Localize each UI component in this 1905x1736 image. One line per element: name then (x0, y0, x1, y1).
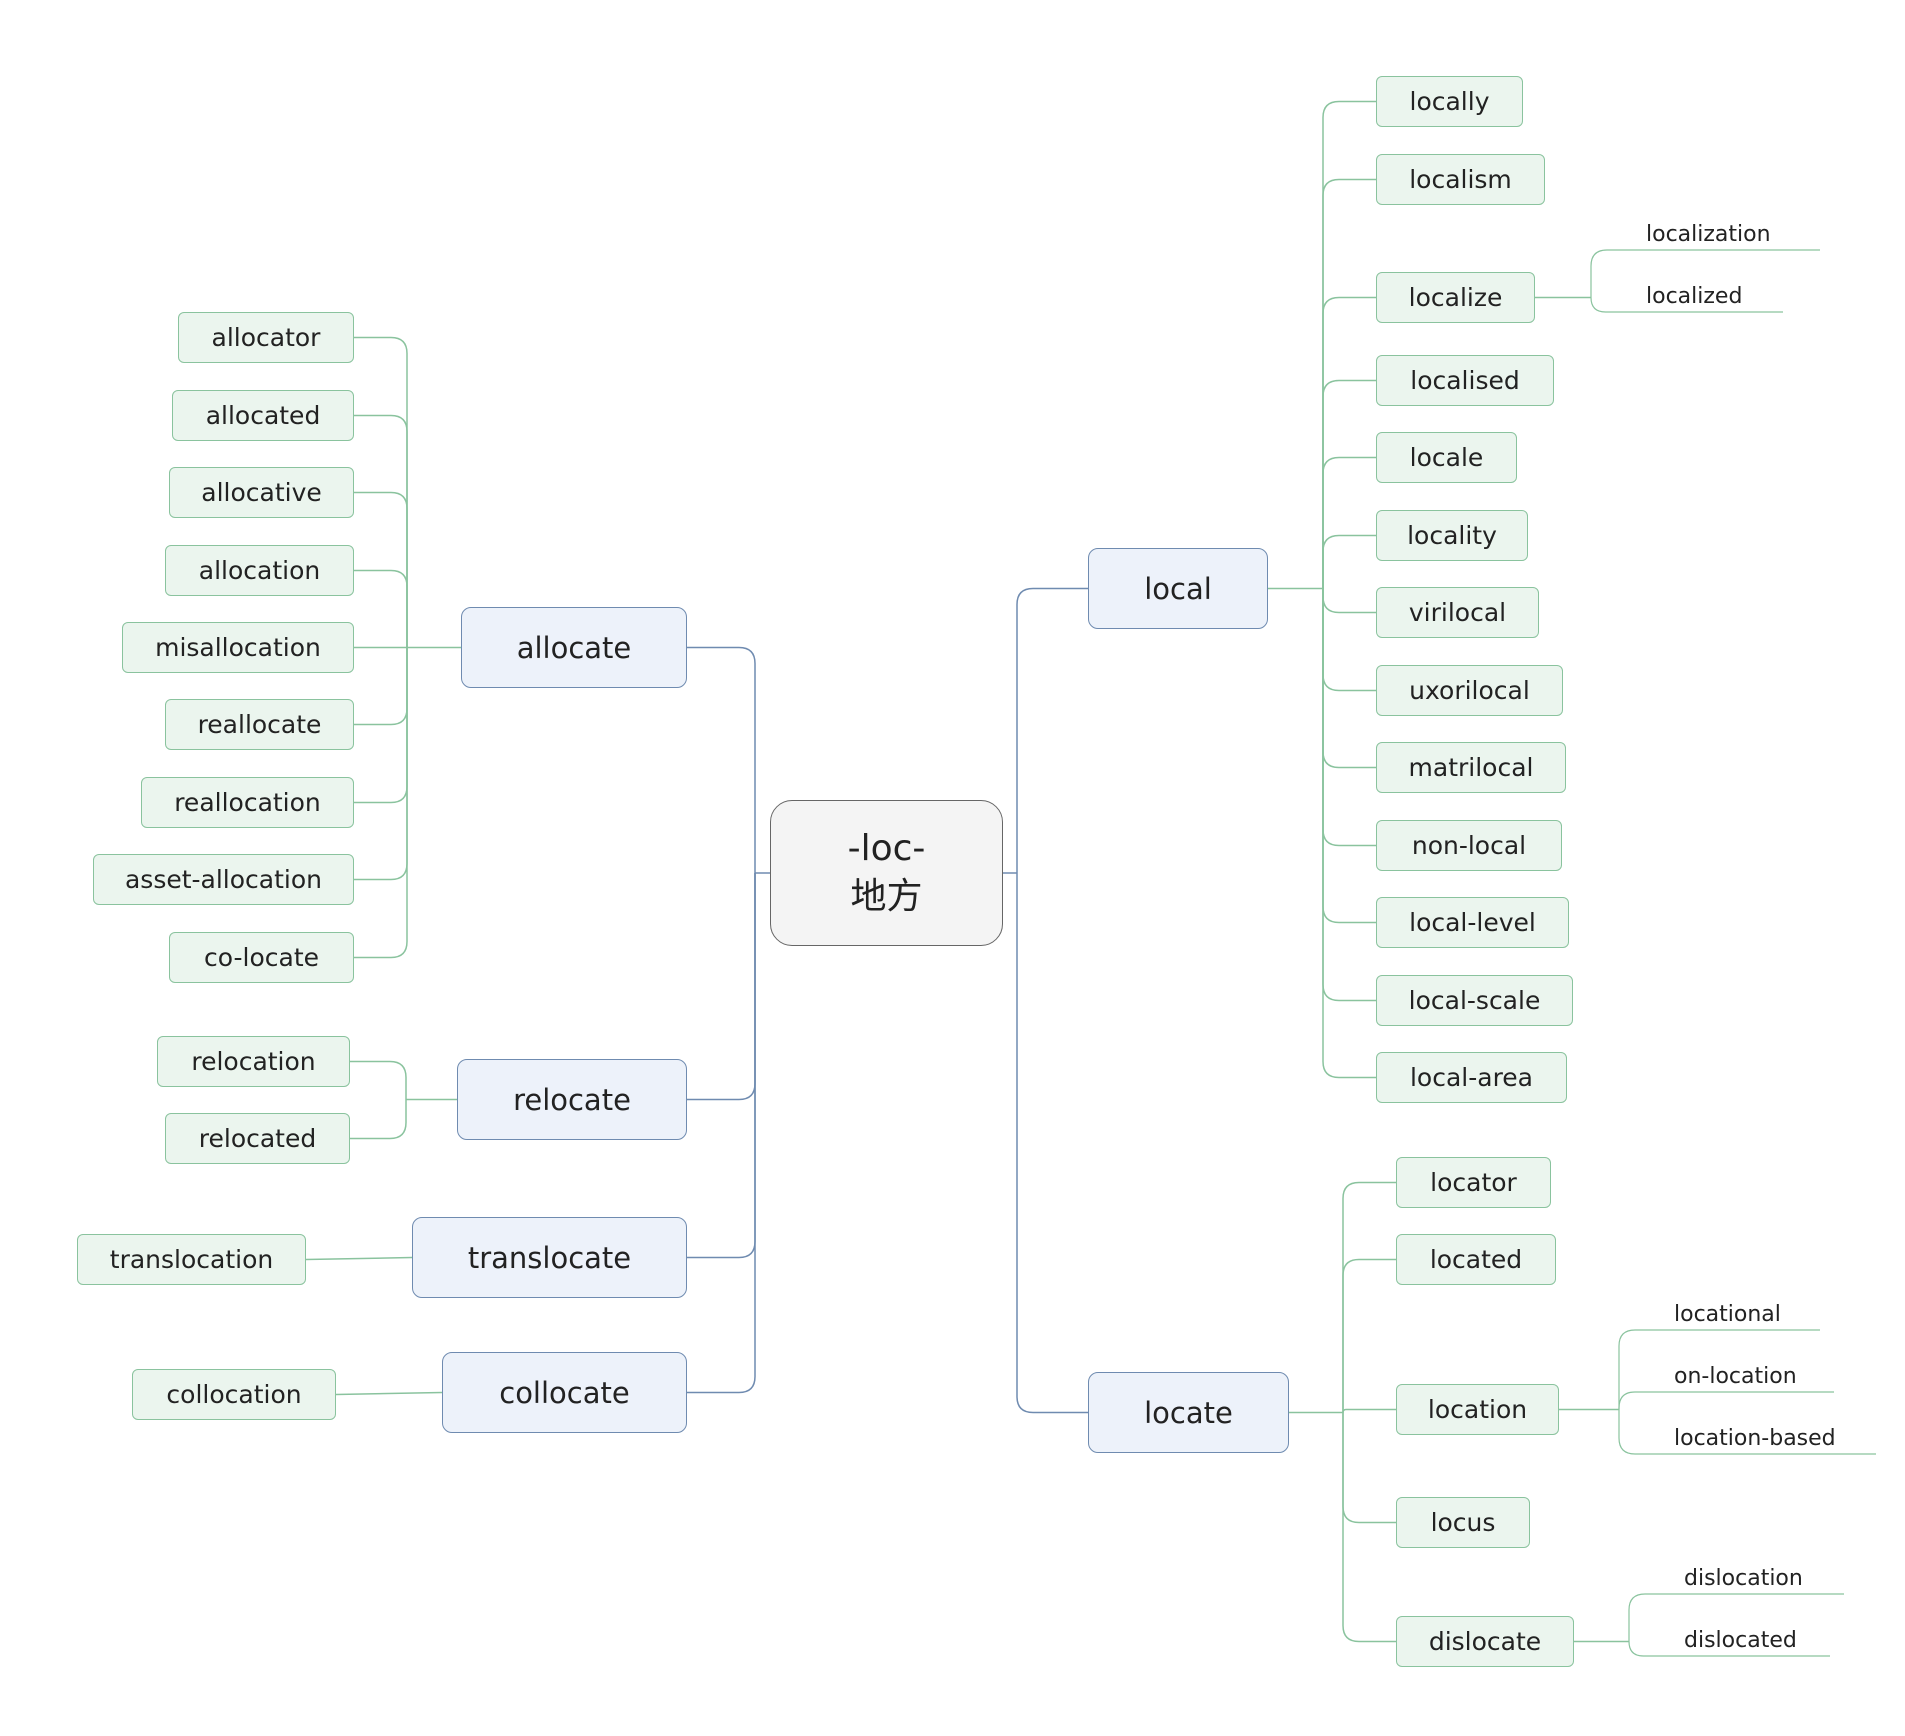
connector-local-area (1322, 588, 1376, 1079)
connector-locally (1322, 100, 1376, 589)
subleaf-location-based[interactable]: location-based (1674, 1425, 1836, 1451)
leaf-local-level[interactable]: local-level (1376, 897, 1569, 948)
connector-allocate (687, 646, 756, 873)
leaf-localize[interactable]: localize (1376, 272, 1535, 323)
connector-matrilocal (1322, 588, 1376, 769)
connector-uxorilocal (1322, 588, 1376, 692)
subleaf-localization[interactable]: localization (1646, 221, 1771, 247)
leaf-allocative[interactable]: allocative (169, 467, 354, 518)
branch-collocate[interactable]: collocate (442, 1352, 687, 1433)
leaf-translocation[interactable]: translocation (77, 1234, 306, 1285)
connector-relocate (687, 873, 756, 1101)
leaf-locally[interactable]: locally (1376, 76, 1523, 127)
leaf-asset-allocation[interactable]: asset-allocation (93, 854, 354, 905)
leaf-localised[interactable]: localised (1376, 355, 1554, 406)
connector-translocate (687, 873, 756, 1259)
leaf-locator[interactable]: locator (1396, 1157, 1551, 1208)
branch-relocate[interactable]: relocate (457, 1059, 687, 1140)
connector-relocation (350, 1060, 407, 1100)
leaf-collocation[interactable]: collocation (132, 1369, 336, 1420)
leaf-misallocation[interactable]: misallocation (122, 622, 354, 673)
subleaf-dislocation[interactable]: dislocation (1684, 1565, 1803, 1591)
connector-locale (1322, 456, 1376, 589)
leaf-co-locate[interactable]: co-locate (169, 932, 354, 983)
root-node[interactable]: -loc- 地方 (770, 800, 1003, 946)
leaf-locality[interactable]: locality (1376, 510, 1528, 561)
connector-local (1016, 587, 1088, 873)
leaf-allocated[interactable]: allocated (172, 390, 354, 441)
subleaf-localized[interactable]: localized (1646, 283, 1743, 309)
connector-local-level (1322, 588, 1376, 924)
leaf-non-local[interactable]: non-local (1376, 820, 1562, 871)
leaf-relocation[interactable]: relocation (157, 1036, 350, 1087)
connector-dislocate (1342, 1412, 1396, 1643)
connector-localize (1322, 296, 1376, 589)
connector-localised (1322, 379, 1376, 589)
leaf-uxorilocal[interactable]: uxorilocal (1376, 665, 1563, 716)
connector-locational (1618, 1329, 1820, 1410)
leaf-relocated[interactable]: relocated (165, 1113, 350, 1164)
connector-location (1342, 1408, 1396, 1413)
leaf-local-area[interactable]: local-area (1376, 1052, 1567, 1103)
leaf-locale[interactable]: locale (1376, 432, 1517, 483)
leaf-allocator[interactable]: allocator (178, 312, 354, 363)
leaf-reallocate[interactable]: reallocate (165, 699, 354, 750)
connector-local-scale (1322, 588, 1376, 1002)
connector-collocation (335, 1391, 443, 1396)
connector-localism (1322, 178, 1376, 589)
connector-located (1342, 1258, 1396, 1413)
connector-dislocation (1628, 1593, 1844, 1642)
connector-virilocal (1322, 588, 1376, 614)
connector-locus (1342, 1412, 1396, 1524)
connector-translocation (305, 1256, 413, 1261)
leaf-matrilocal[interactable]: matrilocal (1376, 742, 1566, 793)
leaf-location[interactable]: location (1396, 1384, 1559, 1435)
branch-translocate[interactable]: translocate (412, 1217, 687, 1298)
connector-locality (1322, 534, 1376, 589)
leaf-located[interactable]: located (1396, 1234, 1556, 1285)
connector-co-locate (354, 647, 408, 959)
subleaf-dislocated[interactable]: dislocated (1684, 1627, 1797, 1653)
connector-dislocated (1628, 1641, 1830, 1657)
connector-collocate (687, 873, 756, 1394)
leaf-local-scale[interactable]: local-scale (1376, 975, 1573, 1026)
leaf-virilocal[interactable]: virilocal (1376, 587, 1539, 638)
leaf-localism[interactable]: localism (1376, 154, 1545, 205)
connector-allocation (354, 569, 408, 648)
connector-relocated (350, 1099, 407, 1140)
connector-locator (1342, 1181, 1396, 1413)
leaf-allocation[interactable]: allocation (165, 545, 354, 596)
subleaf-locational[interactable]: locational (1674, 1301, 1781, 1327)
connector-allocative (354, 491, 408, 648)
connector-location-based (1618, 1409, 1876, 1455)
leaf-reallocation[interactable]: reallocation (141, 777, 354, 828)
connector-allocated (354, 414, 408, 648)
connector-reallocate (354, 647, 408, 726)
leaf-locus[interactable]: locus (1396, 1497, 1530, 1548)
connector-localization (1590, 249, 1820, 298)
connector-locate (1016, 873, 1088, 1414)
connector-non-local (1322, 588, 1376, 847)
connector-allocator (354, 336, 408, 648)
connector-asset-allocation (354, 647, 408, 881)
connector-localized (1590, 297, 1783, 313)
branch-locate[interactable]: locate (1088, 1372, 1289, 1453)
branch-allocate[interactable]: allocate (461, 607, 687, 688)
subleaf-on-location[interactable]: on-location (1674, 1363, 1797, 1389)
connector-on-location (1618, 1391, 1834, 1410)
leaf-dislocate[interactable]: dislocate (1396, 1616, 1574, 1667)
root-title: -loc- (847, 828, 926, 869)
branch-local[interactable]: local (1088, 548, 1268, 629)
root-subtitle: 地方 (850, 876, 923, 917)
